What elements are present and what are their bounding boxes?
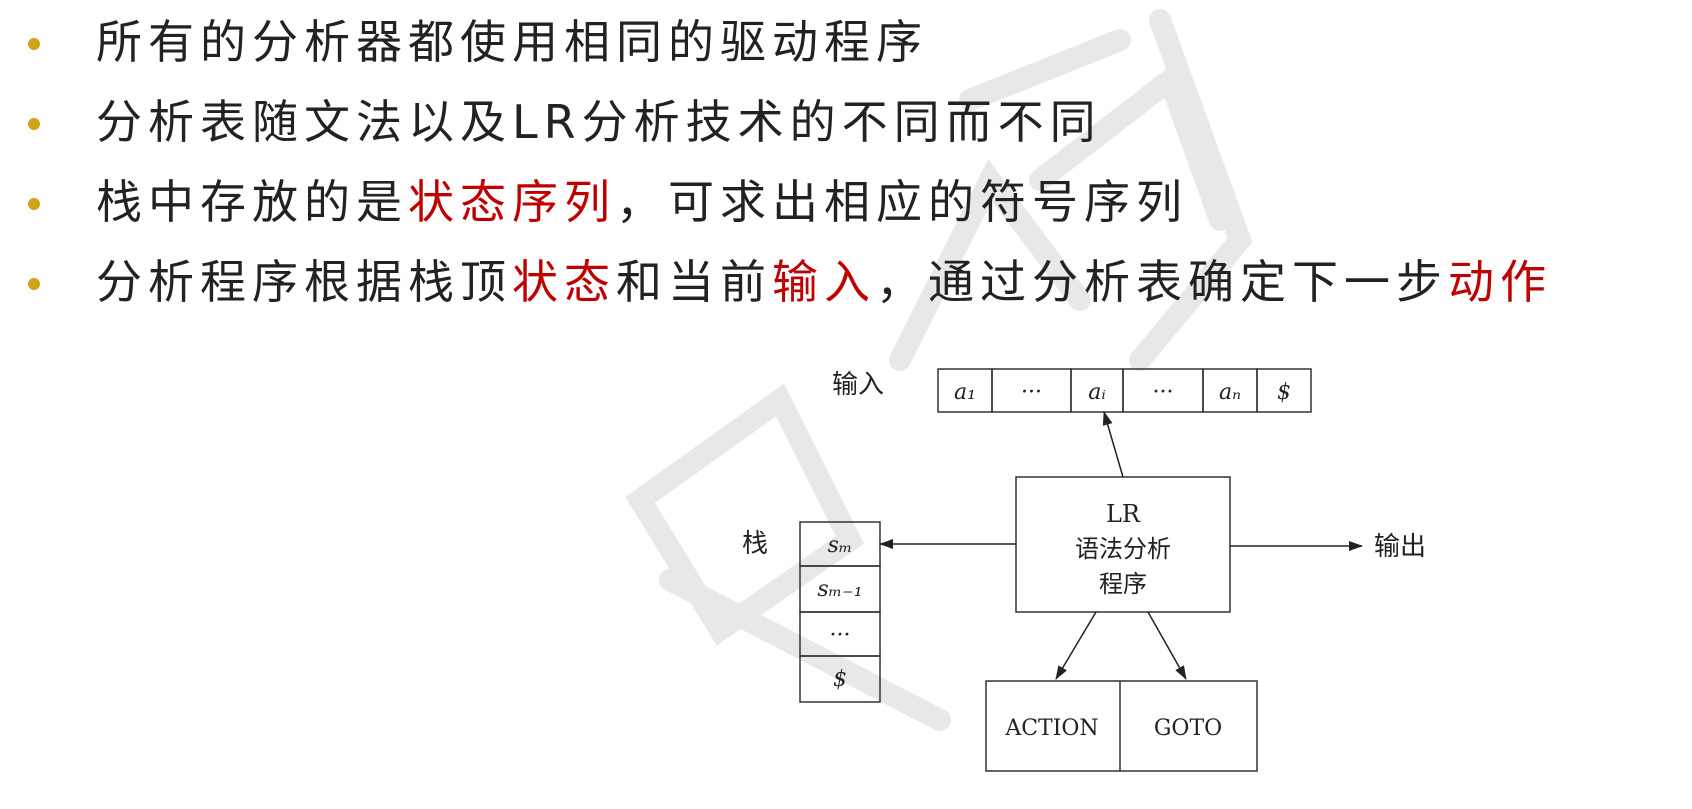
bullet-segment: 栈中存放的是 (96, 175, 408, 229)
bullet-segment: ，可求出相应的符号序列 (616, 175, 1188, 229)
bullet-dot-icon (28, 278, 40, 290)
bullet-text: 栈中存放的是状态序列，可求出相应的符号序列 (96, 172, 1188, 232)
bullet-item: 所有的分析器都使用相同的驱动程序 (0, 4, 1692, 74)
bullet-segment: 分析表随文法以及LR分析技术的不同而不同 (96, 95, 1102, 149)
input-cell-label: ··· (1021, 380, 1042, 405)
bullet-highlight: 输入 (772, 255, 876, 309)
bullet-dot-icon (28, 118, 40, 130)
stack-cell (799, 655, 881, 703)
stack-label: 栈 (742, 529, 768, 559)
input-cell-label: aₙ (1219, 380, 1241, 405)
bullet-item: 分析程序根据栈顶状态和当前输入，通过分析表确定下一步动作 (0, 244, 1692, 314)
bullet-segment: 和当前 (616, 255, 772, 309)
input-cell (1256, 368, 1312, 413)
stack-cell-label: sₘ₋₁ (817, 577, 862, 602)
stack-cell-label: sₘ (828, 533, 853, 558)
input-cell-label: $ (1277, 380, 1291, 405)
input-cell-label: ··· (1153, 380, 1174, 405)
parse-table (985, 680, 1258, 772)
input-cell-label: aᵢ (1088, 380, 1106, 405)
program-line-3: 程序 (1099, 570, 1147, 598)
bullet-item: 分析表随文法以及LR分析技术的不同而不同 (0, 84, 1692, 154)
arrow-to-action (1055, 611, 1097, 680)
bullet-highlight: 状态序列 (408, 175, 616, 229)
bullet-segment: 所有的分析器都使用相同的驱动程序 (96, 15, 928, 69)
bullet-dot-icon (28, 198, 40, 210)
bullet-text: 所有的分析器都使用相同的驱动程序 (96, 12, 928, 72)
stack-cell-label: ··· (830, 623, 851, 648)
bullet-dot-icon (28, 38, 40, 50)
bullet-text: 分析表随文法以及LR分析技术的不同而不同 (96, 92, 1102, 152)
input-cell-label: a₁ (954, 380, 976, 405)
bullet-item: 栈中存放的是状态序列，可求出相应的符号序列 (0, 164, 1692, 234)
stack: sₘ sₘ₋₁ ··· $ (799, 521, 881, 703)
bullet-segment: 分析程序根据栈顶 (96, 255, 512, 309)
program-line-2: 语法分析 (1075, 535, 1171, 563)
arrow-to-input (1102, 411, 1124, 478)
arrow-to-goto (1147, 611, 1187, 680)
bullet-highlight: 动作 (1448, 255, 1552, 309)
action-cell: ACTION (1004, 716, 1098, 741)
input-label: 输入 (832, 370, 884, 400)
bullet-segment: ，通过分析表确定下一步 (876, 255, 1448, 309)
program-line-1: LR (1106, 500, 1141, 528)
goto-cell: GOTO (1154, 716, 1222, 741)
output-label: 输出 (1374, 532, 1426, 562)
stack-cell-label: $ (833, 667, 847, 692)
input-tape: a₁ ··· aᵢ ··· aₙ $ (937, 368, 1312, 413)
bullet-text: 分析程序根据栈顶状态和当前输入，通过分析表确定下一步动作 (96, 252, 1552, 312)
bullet-highlight: 状态 (512, 255, 616, 309)
